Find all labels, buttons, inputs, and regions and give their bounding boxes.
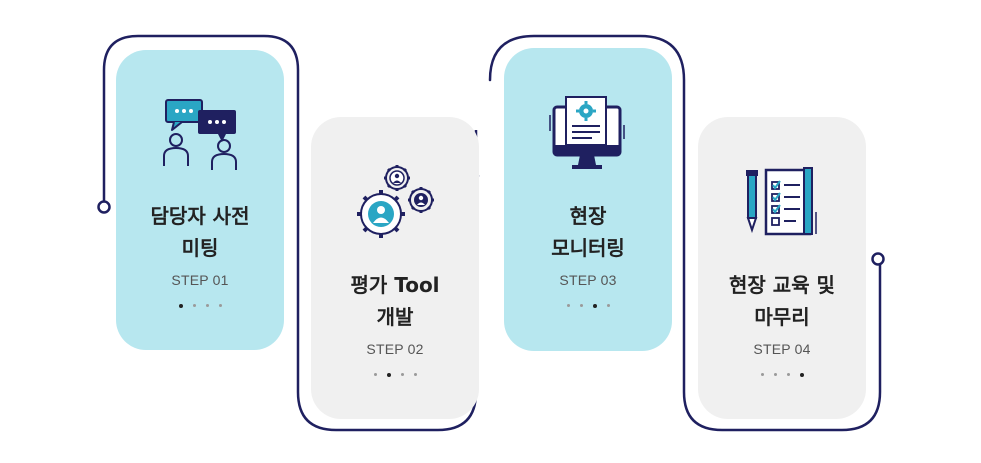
step-title: 현장 교육 및 마무리 bbox=[729, 273, 835, 329]
dot bbox=[786, 373, 790, 376]
monitor-document-icon bbox=[543, 94, 633, 172]
step-number: STEP 02 bbox=[366, 341, 424, 357]
step-title: 평가 Tool 개발 bbox=[350, 273, 440, 329]
dot bbox=[192, 304, 196, 307]
gears-people-icon bbox=[350, 163, 440, 241]
dot bbox=[592, 303, 597, 308]
dot bbox=[760, 373, 764, 376]
dot bbox=[178, 303, 183, 308]
step-card-3: 현장 모니터링 STEP 03 bbox=[504, 48, 672, 351]
meeting-chat-icon bbox=[155, 94, 245, 172]
dot bbox=[413, 373, 417, 376]
step-title: 담당자 사전 미팅 bbox=[150, 204, 250, 260]
checklist-pen-icon bbox=[737, 163, 827, 241]
step-card-4: 현장 교육 및 마무리 STEP 04 bbox=[698, 117, 866, 419]
dot bbox=[606, 304, 610, 307]
step-number: STEP 03 bbox=[559, 272, 617, 288]
step-number: STEP 01 bbox=[171, 272, 229, 288]
dot bbox=[373, 373, 377, 376]
dot bbox=[386, 372, 391, 377]
dot bbox=[579, 304, 583, 307]
step-number: STEP 04 bbox=[753, 341, 811, 357]
step-title: 현장 모니터링 bbox=[551, 204, 625, 260]
dot bbox=[205, 304, 209, 307]
step-progress-dots bbox=[178, 303, 222, 308]
step-progress-dots bbox=[373, 372, 417, 377]
dot bbox=[218, 304, 222, 307]
step-progress-dots bbox=[566, 303, 610, 308]
step-card-2: 평가 Tool 개발 STEP 02 bbox=[311, 117, 479, 419]
step-card-1: 담당자 사전 미팅 STEP 01 bbox=[116, 50, 284, 350]
dot bbox=[566, 304, 570, 307]
step-progress-dots bbox=[760, 372, 804, 377]
dot bbox=[400, 373, 404, 376]
dot bbox=[799, 372, 804, 377]
dot bbox=[773, 373, 777, 376]
